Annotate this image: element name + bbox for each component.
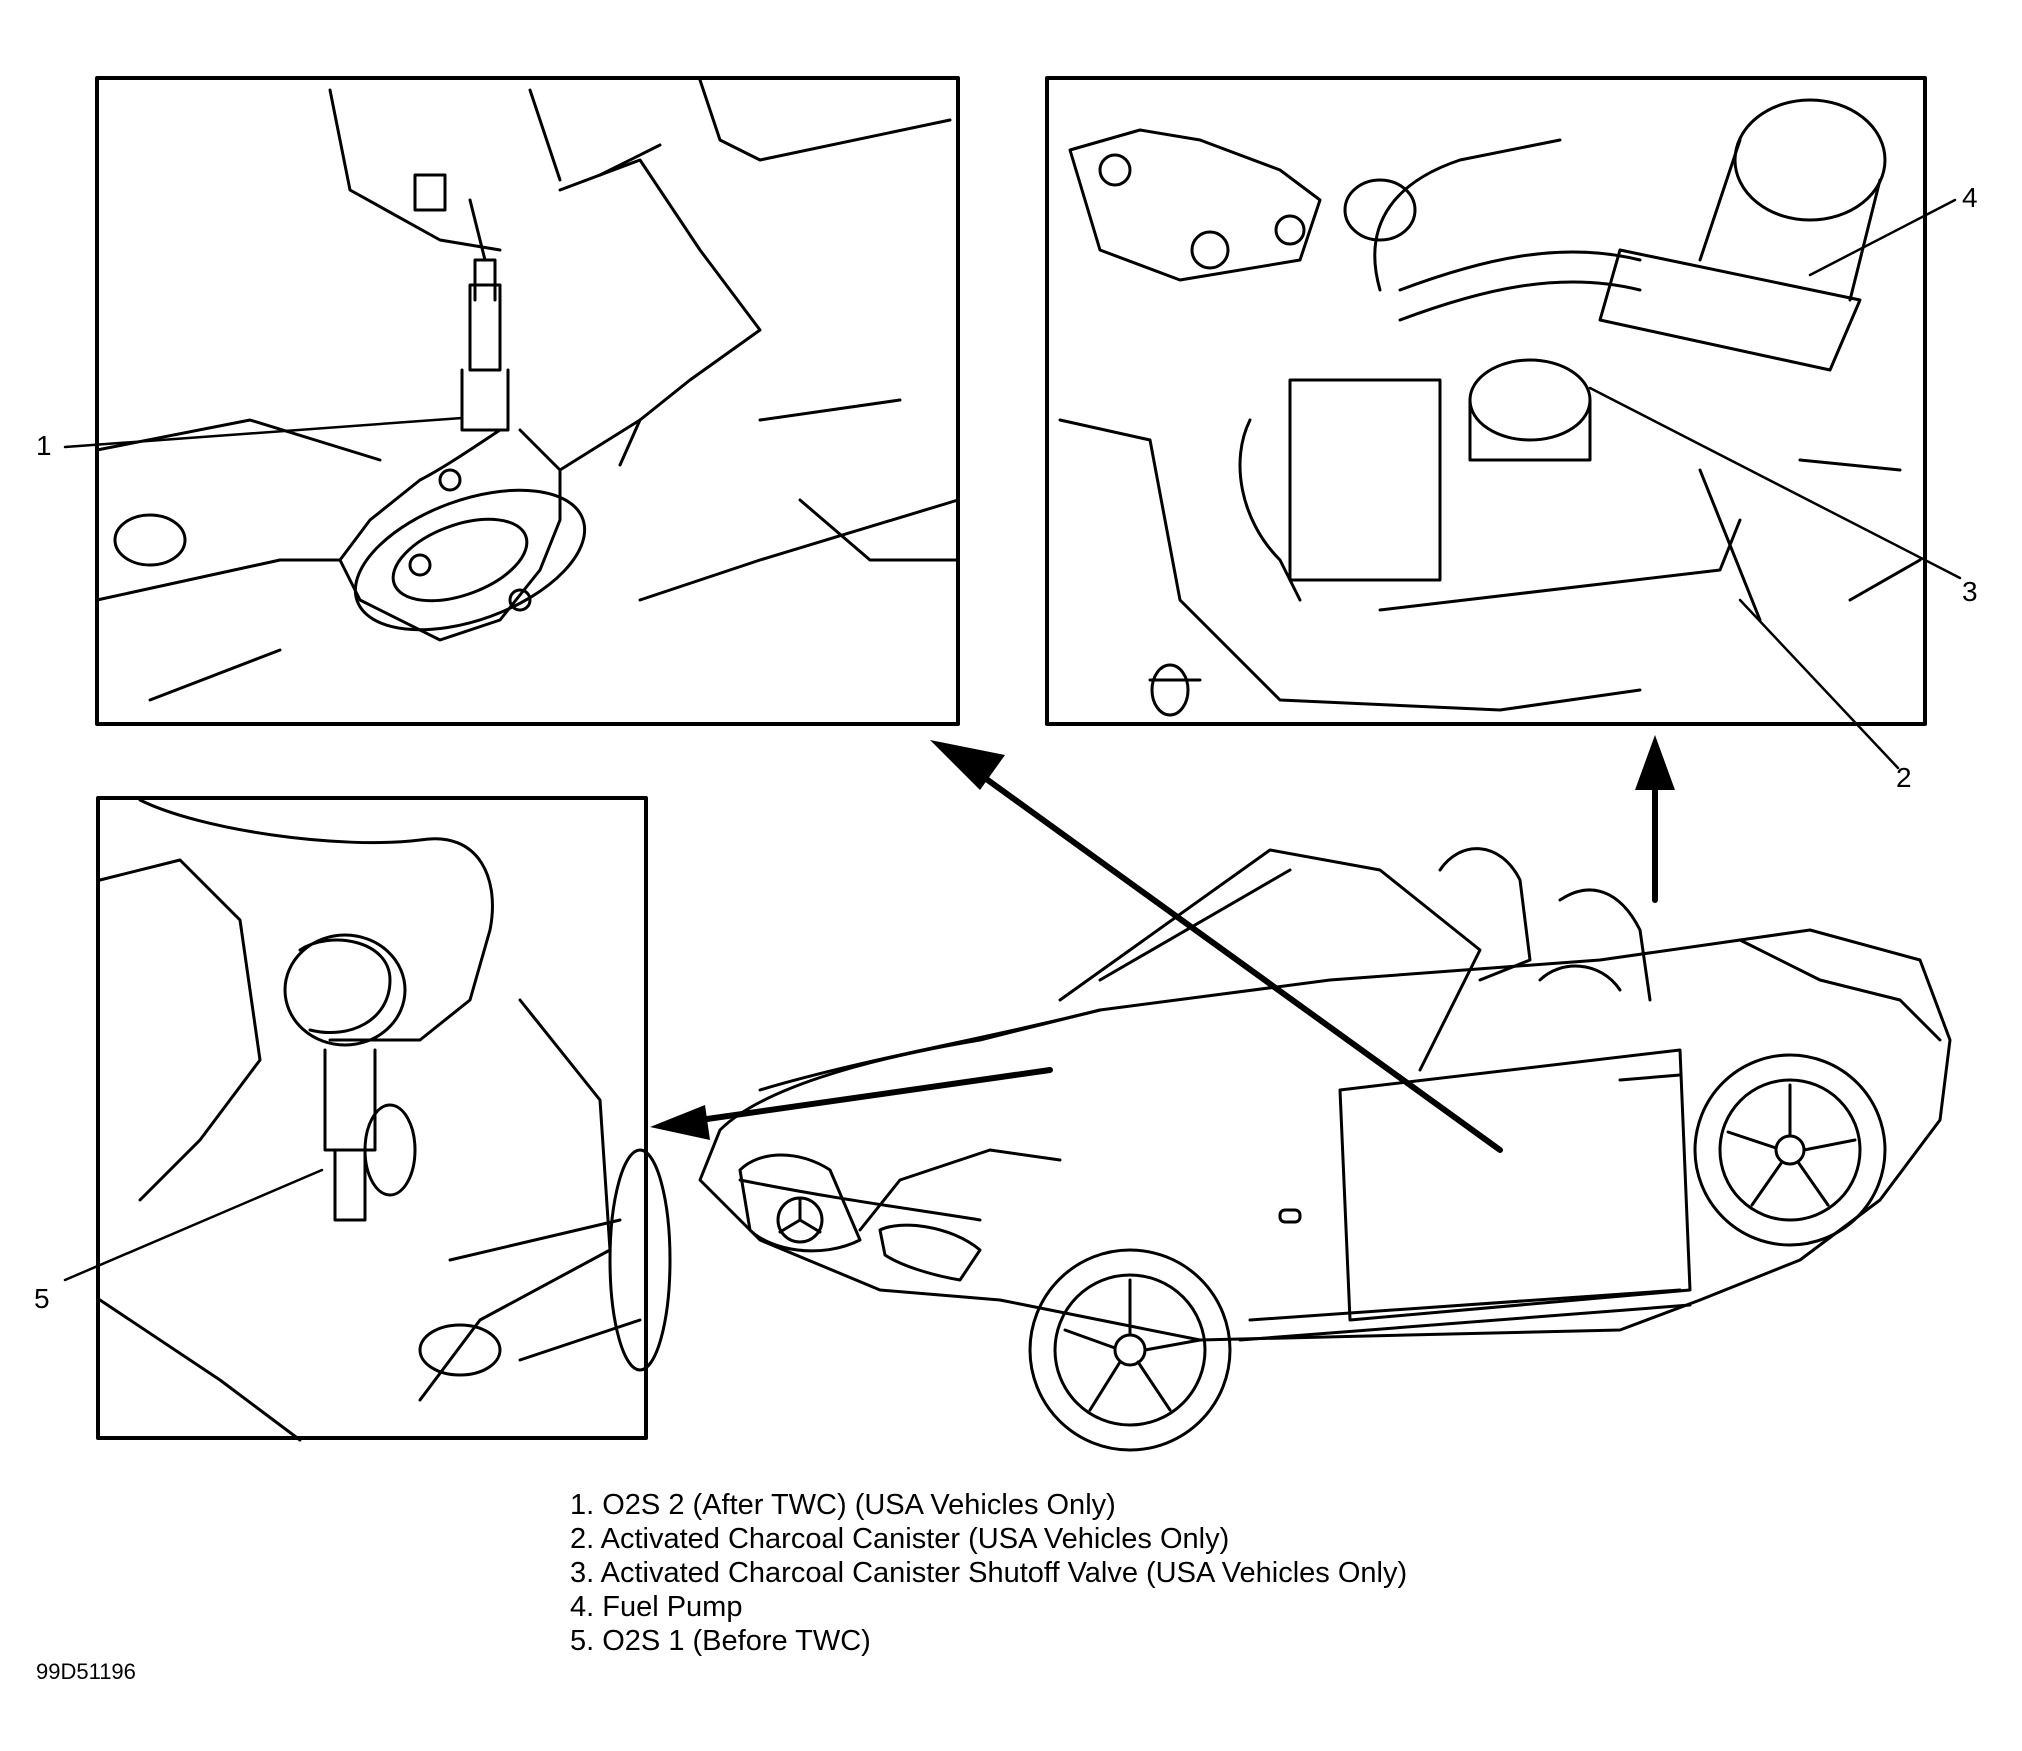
vehicle-illustration (698, 847, 1952, 1452)
inset-canister-fuel-pump (1045, 76, 1927, 726)
callout-5: 5 (34, 1283, 50, 1314)
figure-id: 99D51196 (36, 1659, 136, 1684)
callout-2: 2 (1896, 762, 1912, 793)
legend: 1. O2S 2 (After TWC) (USA Vehicles Only)… (570, 1488, 1407, 1658)
inset-o2s2-after-twc (95, 76, 960, 726)
callout-leaders (63, 198, 1962, 1282)
legend-item: 1. O2S 2 (After TWC) (USA Vehicles Only) (570, 1489, 1116, 1521)
pointer-arrows (650, 735, 1675, 1153)
legend-item: 5. O2S 1 (Before TWC) (570, 1625, 871, 1657)
callout-1: 1 (36, 430, 52, 461)
callout-3: 3 (1962, 576, 1978, 607)
legend-item: 4. Fuel Pump (570, 1591, 743, 1623)
callout-4: 4 (1962, 182, 1978, 213)
legend-item: 3. Activated Charcoal Canister Shutoff V… (570, 1557, 1408, 1589)
legend-item: 2. Activated Charcoal Canister (USA Vehi… (570, 1523, 1230, 1555)
inset-o2s1-before-twc (96, 796, 672, 1442)
